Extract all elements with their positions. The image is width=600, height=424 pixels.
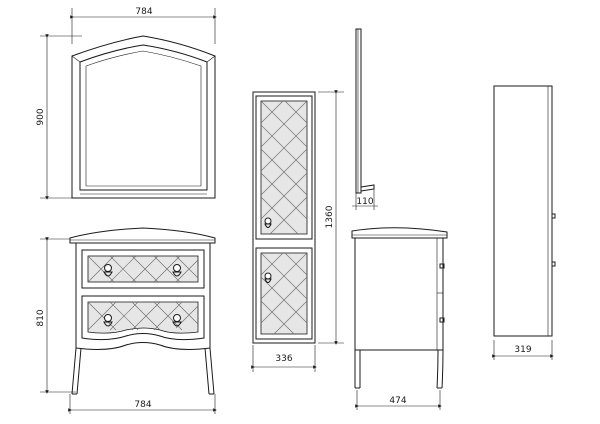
shelf-depth-label: 110 bbox=[356, 197, 373, 207]
shelf-depth-dimension: 110 bbox=[352, 189, 378, 210]
mirror-front-view: 784 900 bbox=[36, 7, 217, 200]
drawer-handle-icon bbox=[172, 264, 182, 277]
vanity-leg-left bbox=[71, 347, 82, 395]
vanity-countertop bbox=[69, 227, 216, 244]
mirror-height-label: 900 bbox=[36, 108, 46, 125]
drawer-handle-icon bbox=[172, 314, 182, 327]
tall-cabinet-height-dimension: 1360 bbox=[318, 90, 344, 345]
tall-cabinet-upper-door bbox=[255, 95, 313, 240]
vanity-width-label: 784 bbox=[134, 400, 151, 410]
vanity-height-label: 810 bbox=[36, 309, 46, 326]
door-handle-icon bbox=[264, 272, 272, 283]
mirror-side-view: 110 bbox=[352, 28, 378, 210]
mirror-width-label: 784 bbox=[135, 7, 152, 17]
vanity-side-view: 474 bbox=[351, 227, 448, 410]
tall-cabinet-side-view: 319 bbox=[492, 85, 556, 360]
side-cabinet-depth-dimension: 319 bbox=[492, 340, 554, 360]
vanity-drawer-bottom bbox=[81, 295, 205, 341]
vanity-width-dimension: 784 bbox=[68, 394, 217, 414]
tall-cabinet-width-dimension: 336 bbox=[251, 345, 317, 372]
tall-cabinet-front-view: 1360 336 bbox=[251, 90, 344, 372]
tall-cabinet-width-label: 336 bbox=[275, 354, 292, 364]
drawer-handle-icon bbox=[103, 314, 113, 327]
vanity-depth-label: 474 bbox=[389, 396, 406, 406]
mirror-width-dimension: 784 bbox=[70, 7, 217, 44]
vanity-depth-dimension: 474 bbox=[355, 390, 442, 410]
tall-cabinet-height-label: 1360 bbox=[325, 205, 335, 228]
door-handle-icon bbox=[264, 217, 272, 228]
drawer-handle-icon bbox=[103, 264, 113, 277]
vanity-front-view: 810 784 bbox=[36, 227, 217, 414]
side-countertop bbox=[351, 227, 448, 239]
vanity-drawer-top bbox=[81, 249, 205, 289]
side-leg-right bbox=[436, 349, 444, 389]
side-cabinet-depth-label: 319 bbox=[514, 345, 531, 355]
tall-cabinet-lower-door bbox=[255, 247, 313, 340]
side-body bbox=[354, 237, 444, 351]
vanity-height-dimension: 810 bbox=[36, 237, 76, 394]
mirror-frame-inner bbox=[79, 44, 208, 191]
vanity-leg-right bbox=[204, 347, 215, 395]
mirror-frame-outer bbox=[71, 35, 216, 199]
side-leg-left bbox=[354, 350, 361, 389]
